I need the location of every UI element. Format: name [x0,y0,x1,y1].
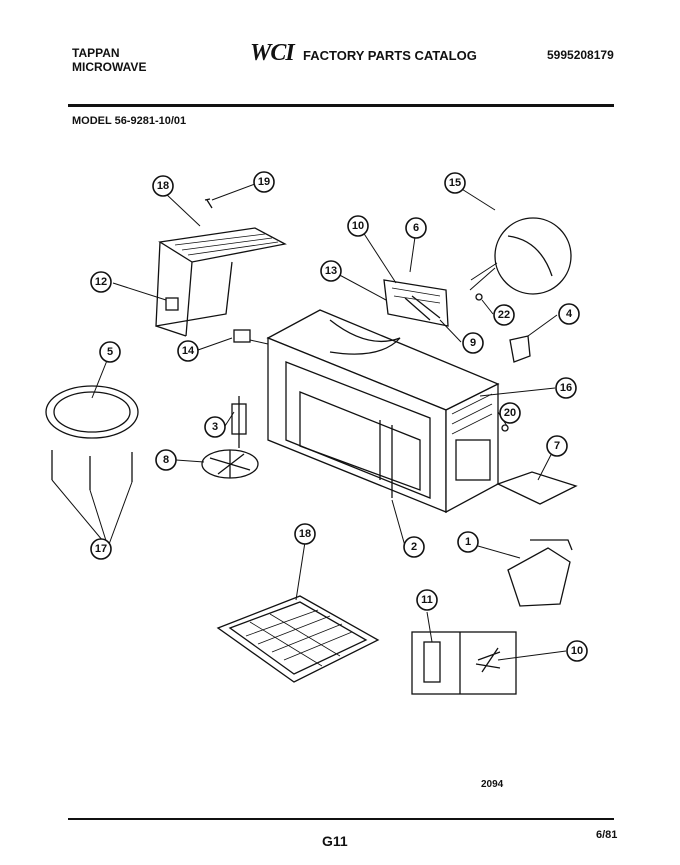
svg-text:5: 5 [107,346,113,358]
svg-text:16: 16 [560,382,572,394]
model-number: MODEL 56-9281-10/01 [72,115,187,127]
catalog-number: 5995208179 [547,48,614,62]
oven-cabinet-part [266,309,500,514]
svg-text:1: 1 [465,536,471,548]
motor-part [231,396,247,448]
revision-date: 6/81 [596,829,618,841]
callout-7: 7 [546,435,568,457]
detail-magnifier [469,217,572,295]
callout-10-upper: 10 [347,215,369,237]
screw-part [204,198,213,209]
stopper-part [233,329,251,343]
svg-text:3: 3 [212,421,218,433]
svg-text:18: 18 [157,180,169,192]
air-guide-part [507,539,573,607]
page-number: G11 [322,833,348,849]
cabinet-screw-part [501,424,509,432]
catalog-title: FACTORY PARTS CATALOG [303,48,477,63]
footer-rule [68,818,614,820]
svg-text:20: 20 [504,407,516,419]
svg-text:18: 18 [299,528,311,540]
brand-line-1: TAPPAN [72,46,120,60]
callout-2: 2 [403,536,425,558]
callout-5: 5 [99,341,121,363]
callout-22: 22 [493,304,515,326]
svg-text:12: 12 [95,276,107,288]
svg-text:19: 19 [258,176,270,188]
drawing-number: 2094 [481,779,504,790]
callout-10-lower: 10 [566,640,588,662]
control-panel-part [383,279,449,327]
wci-logo: WCI [250,40,295,66]
callout-8: 8 [155,449,177,471]
svg-text:10: 10 [571,645,583,657]
callout-9: 9 [462,332,484,354]
small-screw-part [475,293,483,301]
svg-text:8: 8 [163,454,169,466]
duct-bracket-part [496,471,578,505]
svg-text:14: 14 [182,345,195,357]
oven-rack-part [216,595,380,683]
svg-text:22: 22 [498,309,510,321]
callout-16: 16 [555,377,577,399]
svg-text:6: 6 [413,222,419,234]
callout-15: 15 [444,172,466,194]
callout-3: 3 [204,416,226,438]
svg-text:7: 7 [554,440,560,452]
svg-text:15: 15 [449,177,461,189]
svg-text:4: 4 [566,308,573,320]
callout-11: 11 [416,589,438,611]
svg-text:2: 2 [411,541,417,553]
callout-14: 13 [320,260,342,282]
svg-text:11: 11 [421,594,433,606]
callout-17: 17 [90,538,112,560]
svg-text:17: 17 [95,543,107,555]
switch-inset-box [411,631,517,695]
callout-18: 18 [294,523,316,545]
callout-20: 19 [253,171,275,193]
leader-lines [51,183,567,661]
callout-1: 1 [457,531,479,553]
brand-line-2: MICROWAVE [72,60,147,74]
callout-4: 4 [558,303,580,325]
svg-text:13: 13 [325,265,337,277]
callout-12: 12 [90,271,112,293]
callout-6: 6 [405,217,427,239]
turntable-part [45,385,139,490]
fan-blade-part [201,449,259,479]
top-cover-part [155,227,287,337]
header-rule [68,104,614,107]
callout-19: 18 [152,175,174,197]
callout-13: 14 [177,340,199,362]
callout-21: 20 [499,402,521,424]
svg-text:9: 9 [470,337,476,349]
bracket-part [509,335,531,363]
svg-text:10: 10 [352,220,364,232]
